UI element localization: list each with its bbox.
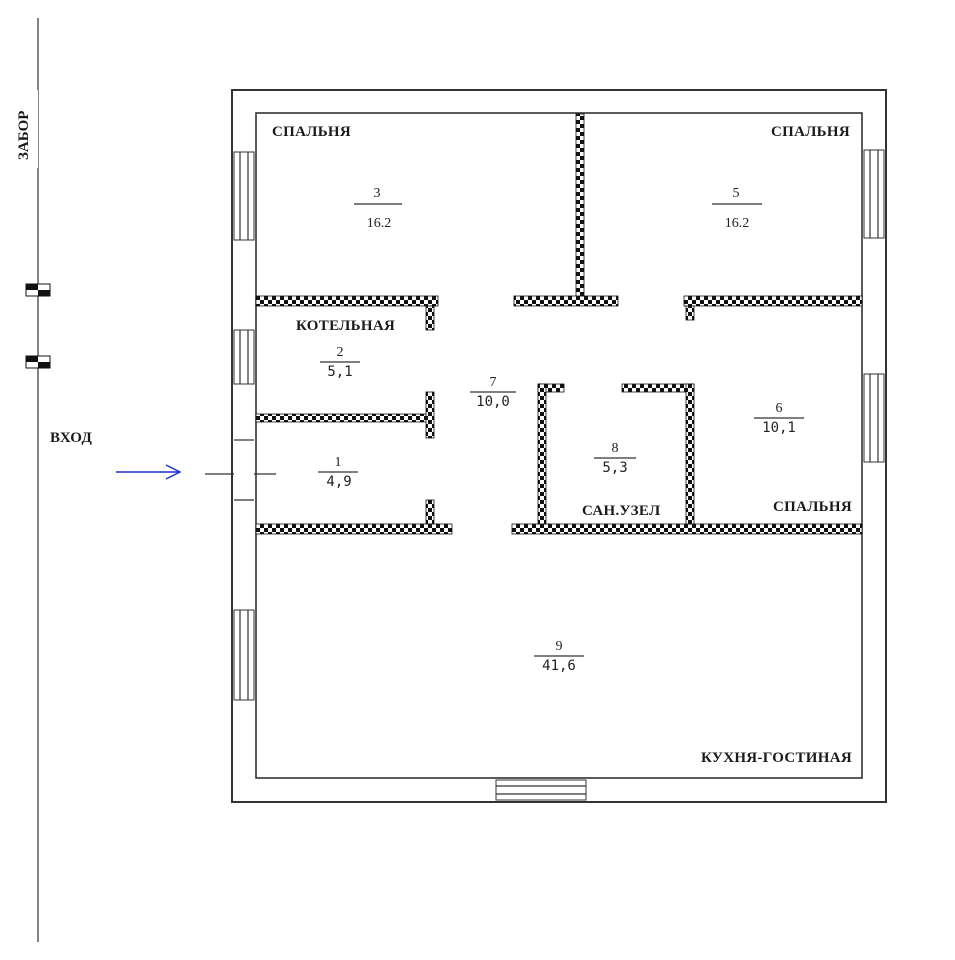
room-number: 3 [374, 186, 381, 201]
room-number: 7 [490, 375, 497, 390]
room-number: 2 [337, 345, 344, 360]
room-corridor-7: 7 10,0 [470, 375, 516, 410]
room-area: 5,1 [327, 364, 352, 380]
room-hall-1: 1 4,9 [318, 455, 358, 490]
outer-wall [231, 89, 887, 803]
room-kitchen-9: 9 41,6 КУХНЯ-ГОСТИНАЯ [534, 639, 852, 766]
partitions [255, 113, 863, 535]
room-bedroom-6: 6 10,1 СПАЛЬНЯ [754, 401, 852, 515]
room-name: СПАЛЬНЯ [773, 499, 852, 515]
room-area: 10,0 [476, 394, 510, 410]
inner-wall [255, 112, 863, 779]
window-icon [863, 373, 885, 463]
room-name: КУХНЯ-ГОСТИНАЯ [701, 750, 852, 766]
room-bedroom-5: СПАЛЬНЯ 5 16.2 [712, 124, 850, 231]
room-boiler-2: КОТЕЛЬНАЯ 2 5,1 [296, 318, 395, 380]
window-icon [233, 609, 255, 701]
room-name: САН.УЗЕЛ [582, 503, 660, 519]
entrance-label: ВХОД [50, 430, 93, 446]
room-number: 9 [556, 639, 563, 654]
room-name: КОТЕЛЬНАЯ [296, 318, 395, 334]
fence: ЗАБОР [8, 18, 51, 942]
room-area: 16.2 [725, 216, 750, 231]
room-area: 4,9 [326, 474, 351, 490]
window-icon [863, 149, 885, 239]
window-icon [233, 329, 255, 385]
windows [233, 149, 885, 801]
room-number: 8 [612, 441, 619, 456]
room-name: СПАЛЬНЯ [272, 124, 351, 140]
fence-label: ЗАБОР [16, 111, 32, 160]
room-area: 5,3 [602, 460, 627, 476]
room-number: 1 [335, 455, 342, 470]
room-bedroom-3: СПАЛЬНЯ 3 16.2 [272, 124, 402, 231]
entrance: ВХОД [50, 430, 276, 480]
room-bathroom-8: 8 5,3 САН.УЗЕЛ [582, 441, 660, 519]
room-area: 16.2 [367, 216, 392, 231]
room-number: 6 [776, 401, 783, 416]
window-icon [495, 779, 587, 801]
room-name: СПАЛЬНЯ [771, 124, 850, 140]
room-area: 41,6 [542, 658, 576, 674]
room-number: 5 [733, 186, 740, 201]
window-icon [233, 151, 255, 241]
room-area: 10,1 [762, 420, 796, 436]
